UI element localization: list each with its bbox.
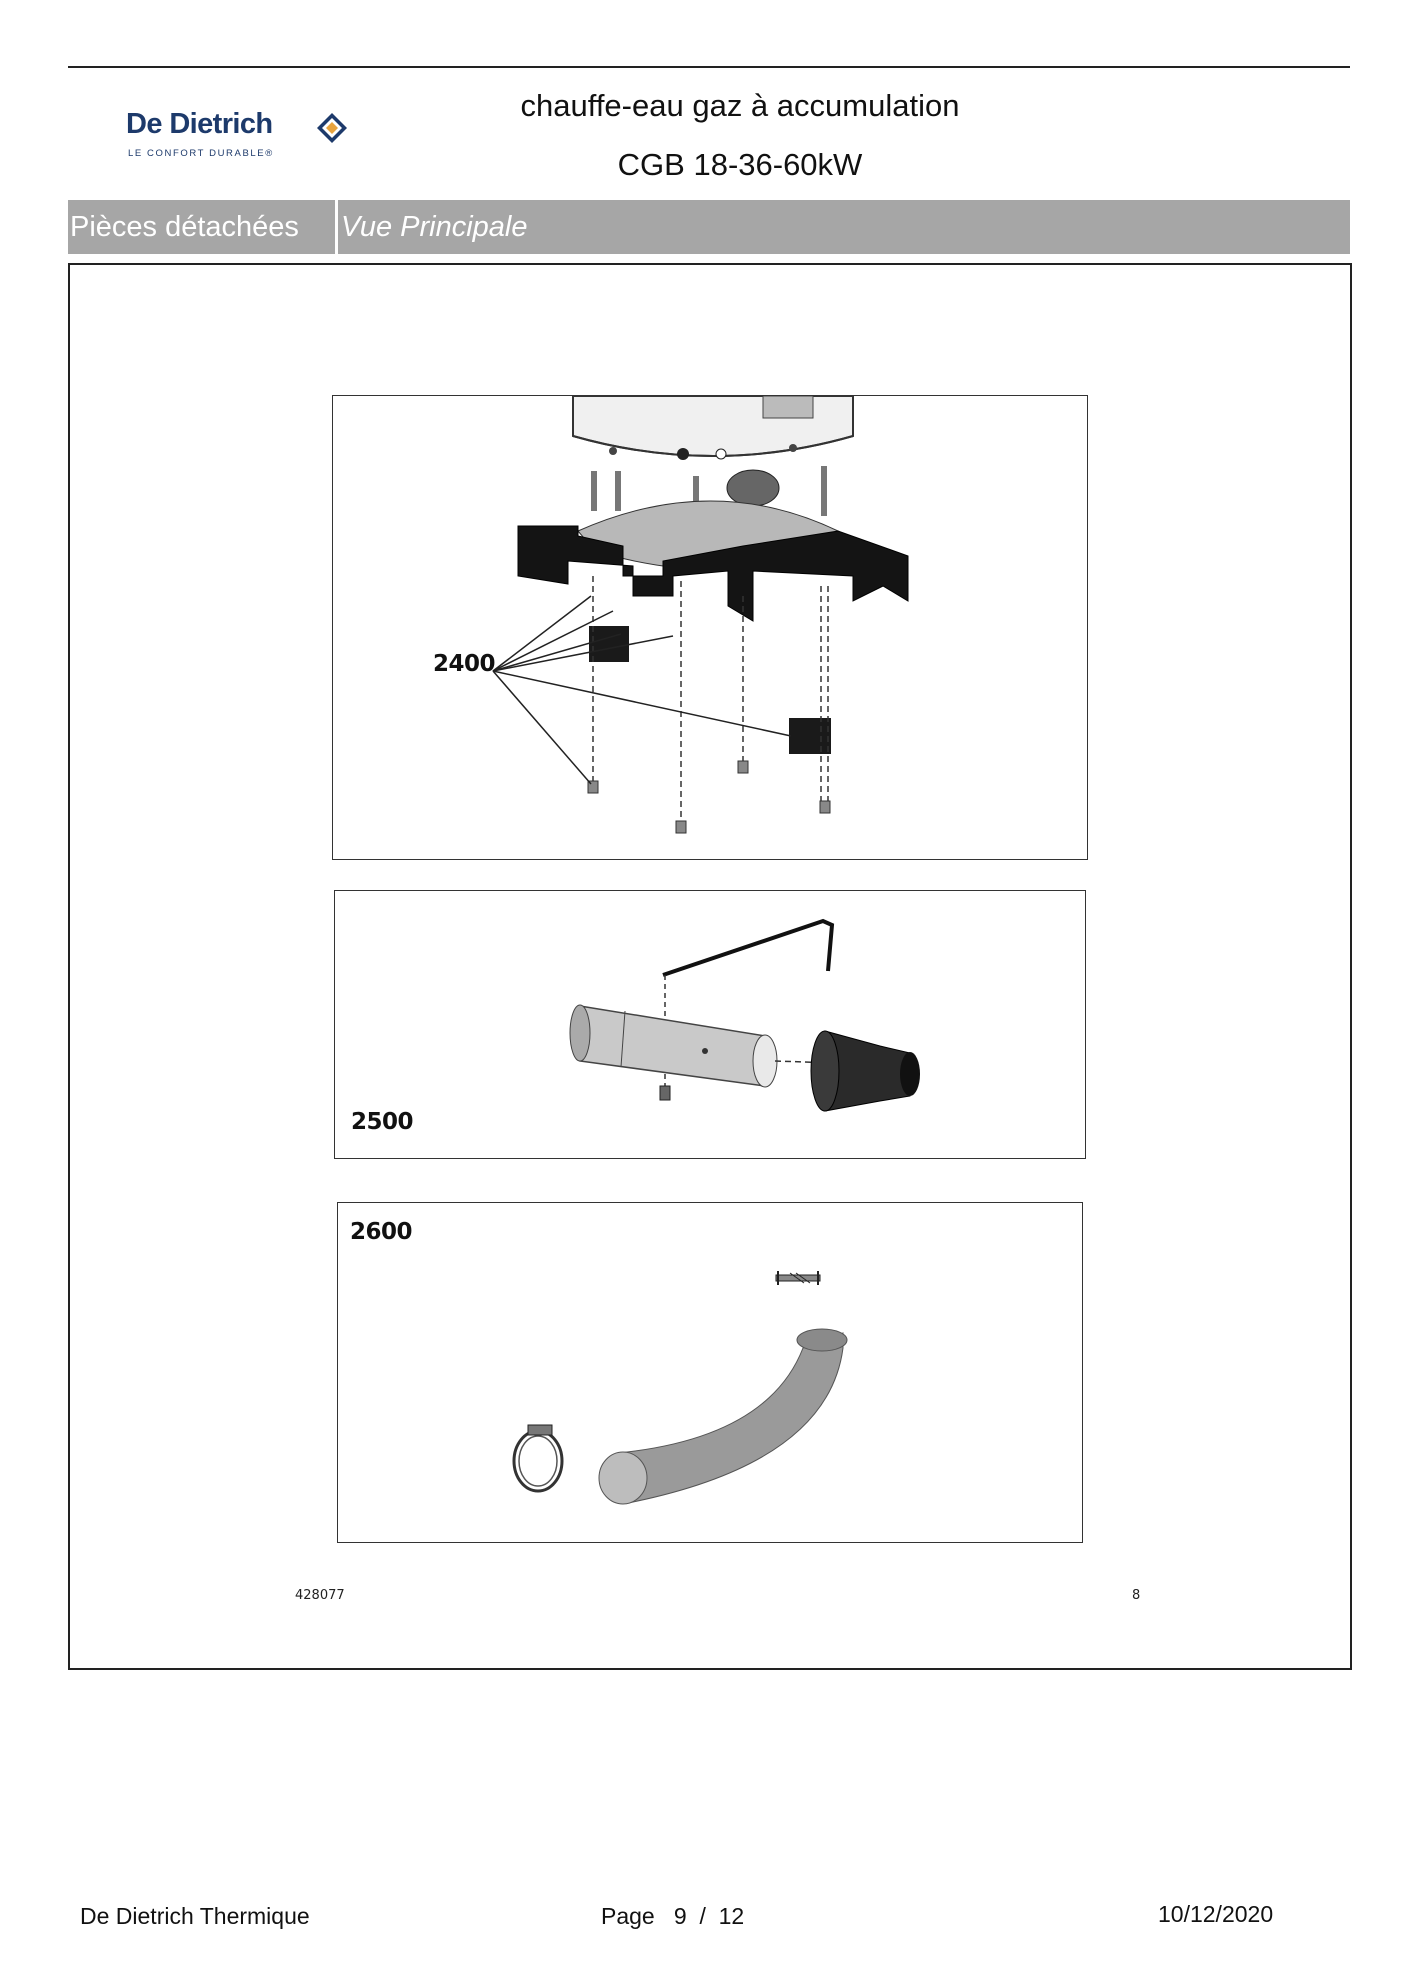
footer-page-indicator: Page 9 / 12: [601, 1903, 744, 1930]
section-view-name: Vue Principale: [341, 211, 528, 243]
document-subtitle: CGB 18-36-60kW: [617, 147, 863, 182]
heater-base-exploded-drawing: [492, 396, 909, 834]
part-label-2400: 2400: [433, 651, 496, 677]
footer-page-word: Page: [601, 1903, 655, 1929]
logo-name: De Dietrich: [126, 108, 273, 140]
top-rule: [68, 66, 1350, 68]
footer-page-separator: /: [699, 1903, 706, 1929]
logo-diamond-icon: [317, 113, 347, 143]
footer-page-total: 12: [718, 1903, 745, 1929]
section-bar: Pièces détachées Vue Principale: [68, 200, 1350, 254]
footer-company: De Dietrich Thermique: [80, 1903, 310, 1929]
figure-frame: 2400 2500: [68, 263, 1352, 1670]
figure-reference-number: 428077: [295, 1588, 345, 1603]
footer-date: 10/12/2020: [1158, 1901, 1274, 1927]
logo-tagline: LE CONFORT DURABLE®: [128, 148, 274, 159]
footer-page-current: 9: [673, 1903, 687, 1929]
exploded-view-panel-2400: 2400: [332, 395, 1088, 860]
flexible-hose-drawing: [512, 1271, 848, 1505]
section-divider: [335, 200, 338, 254]
de-dietrich-logo: De Dietrich LE CONFORT DURABLE®: [126, 108, 356, 168]
flue-pipe-drawing: [569, 918, 920, 1112]
document-title: chauffe-eau gaz à accumulation: [520, 88, 960, 123]
exploded-view-panel-2500: 2500: [334, 890, 1086, 1159]
exploded-view-panel-2600: 2600: [337, 1202, 1083, 1543]
section-category: Pièces détachées: [70, 211, 299, 243]
part-label-2500: 2500: [351, 1109, 414, 1135]
figure-page-number: 8: [1132, 1588, 1141, 1603]
part-label-2600: 2600: [350, 1219, 413, 1245]
